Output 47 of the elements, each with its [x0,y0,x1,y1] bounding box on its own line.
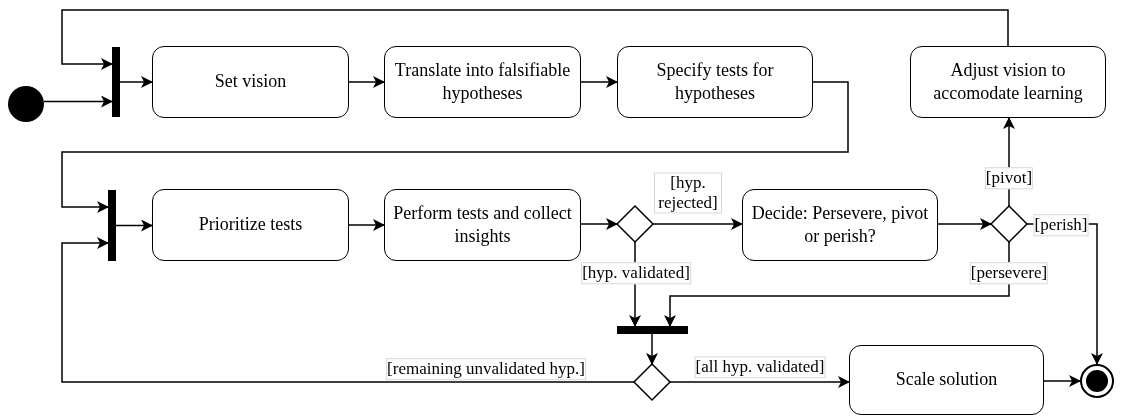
control-flow-arrow [43,95,113,108]
sync-bar [617,326,688,334]
action-label: Adjust vision to accomodate learning [932,58,1084,105]
action-box [152,189,349,261]
action-label: Decide: Persevere, pivot or perish? [751,201,929,248]
action-label: Specify tests for hypotheses [655,58,775,105]
guard-label: [perish] [1033,214,1089,236]
control-flow-arrow [580,218,618,230]
action-box [384,189,581,261]
action-box [152,46,349,118]
guard-label: [hyp. validated] [581,262,691,284]
guard-label: [hyp. rejected] [654,172,722,214]
control-flow-arrow [669,376,850,388]
decision-diamond [617,206,653,242]
sync-bar [108,190,116,261]
control-flow-arrow [646,333,658,365]
control-flow-arrow [61,81,849,213]
action-box [617,46,813,118]
control-flow-arrow [348,219,385,231]
control-flow-arrow [61,237,635,383]
control-flow-arrow [115,219,153,232]
action-label: Translate into falsifiable hypotheses [393,58,572,105]
action-label: Set vision [214,70,287,94]
guard-label: [persevere] [969,262,1049,284]
guard-label: [remaining unvalidated hyp.] [386,358,586,380]
decision-diamond [634,364,670,400]
guard-label: [all hyp. validated] [694,356,826,378]
action-box [742,189,938,261]
control-flow-arrow [119,76,153,88]
control-flow-arrow [348,76,385,88]
action-label: Scale solution [895,368,998,392]
initial-node [8,86,44,122]
action-box [849,345,1044,415]
action-box [384,46,581,118]
control-flow-arrow [61,9,1009,70]
control-flow-arrow [937,218,992,230]
sync-bar [112,47,120,117]
control-flow-arrow [664,241,1010,327]
action-label: Perform tests and collect insights [393,201,572,248]
control-flow-arrow [652,218,743,230]
guard-label: [pivot] [984,167,1034,189]
action-label: Prioritize tests [198,213,303,237]
control-flow-arrow [580,76,618,88]
control-flow-arrow [1043,375,1081,387]
action-box [910,46,1106,118]
final-node [1080,364,1114,398]
decision-diamond [991,206,1027,242]
